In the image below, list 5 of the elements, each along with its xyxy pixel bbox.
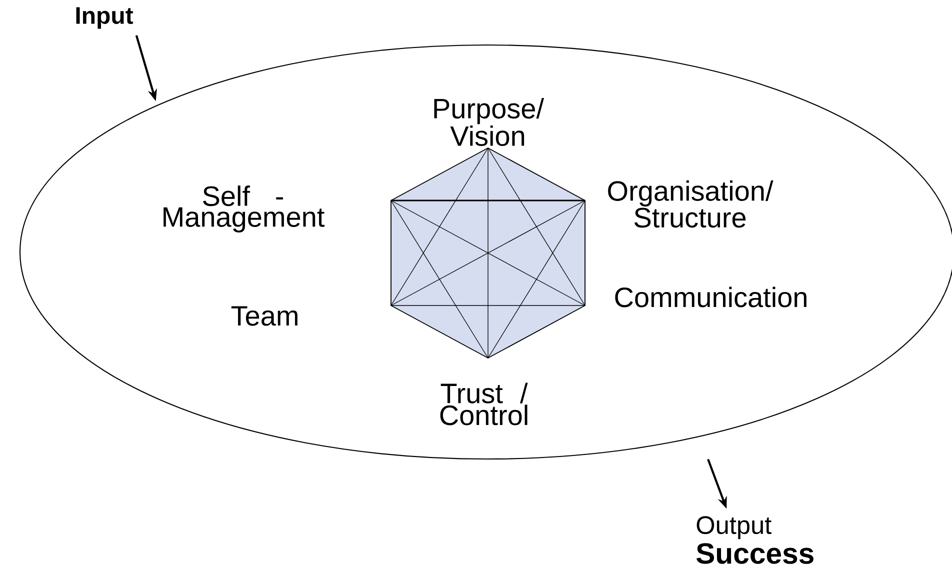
output-label: Output Success [696, 516, 814, 564]
vertex-label: Communication [615, 286, 806, 308]
vertex-label: Self - Management [164, 186, 324, 232]
input-label: Input [76, 7, 134, 29]
vertex-label: Team [231, 306, 298, 326]
